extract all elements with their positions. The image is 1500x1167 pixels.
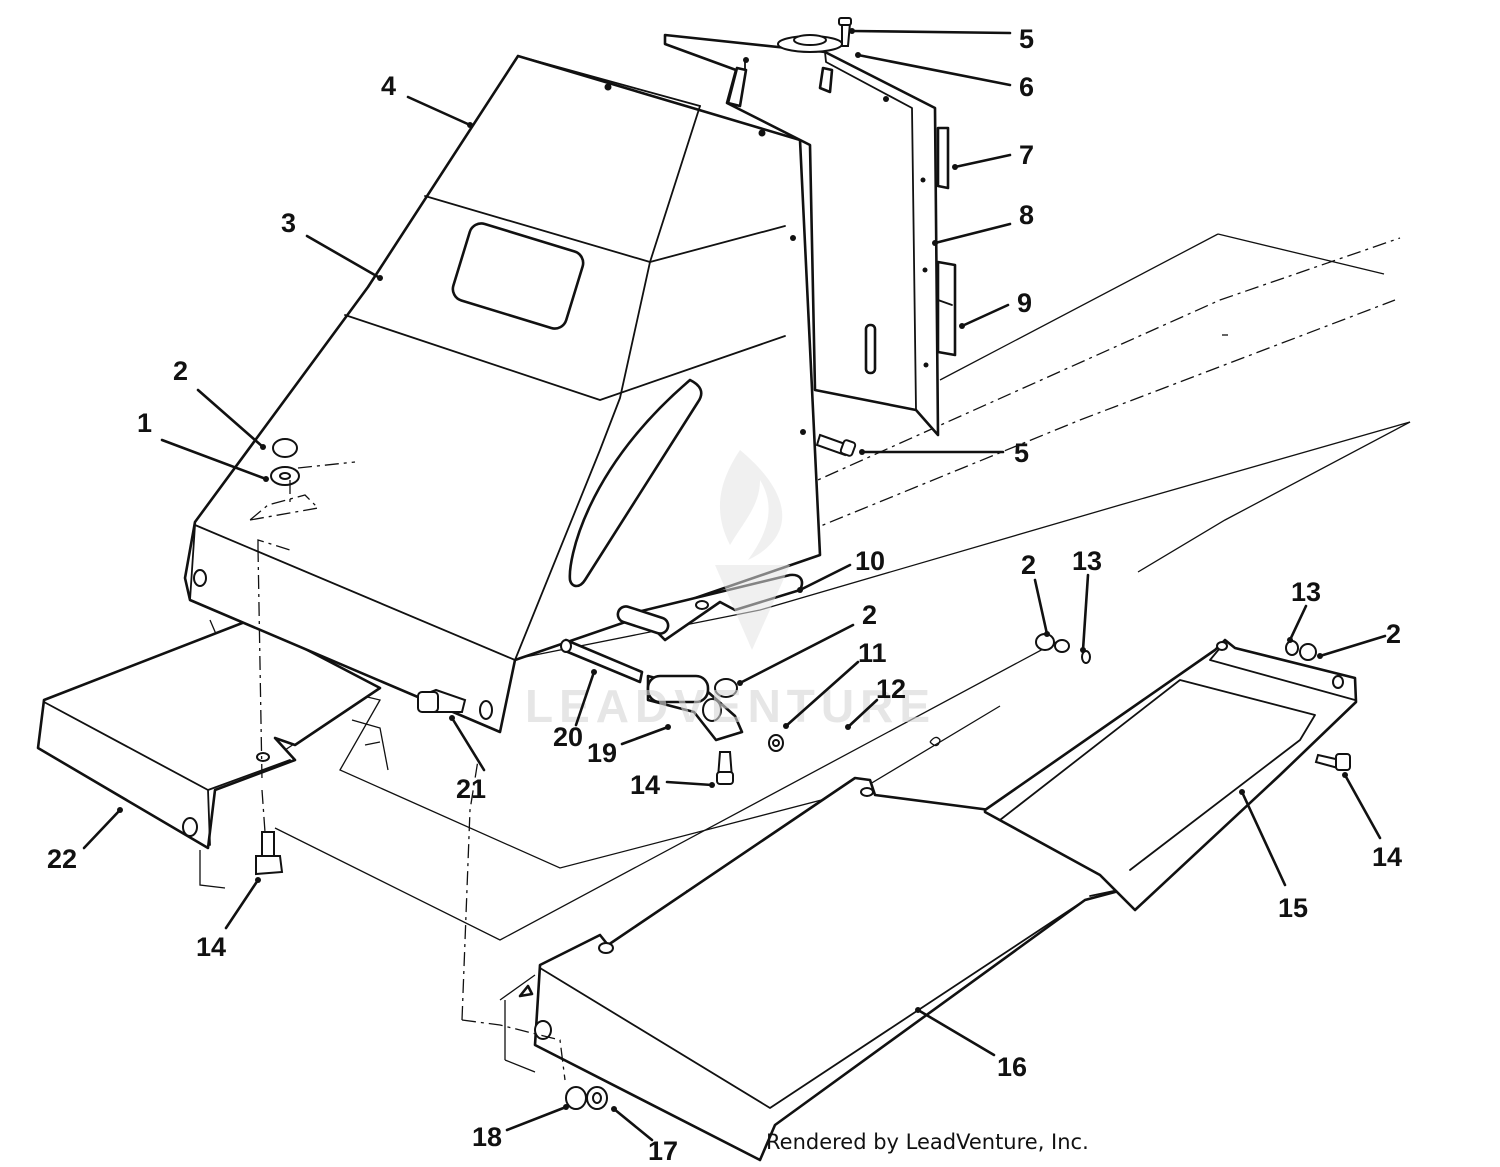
side-screw-5	[815, 433, 857, 457]
callout-17: 17	[648, 1136, 678, 1166]
screw-and-grommet-5-6	[777, 17, 852, 53]
watermark-text: LEADVENTURE	[525, 680, 936, 732]
nut-washer-17-18	[461, 759, 608, 1110]
washer-11	[768, 734, 784, 752]
callout-15: 15	[1278, 893, 1308, 923]
callout-14: 14	[1372, 842, 1402, 872]
rear-deflector-15	[983, 638, 1358, 912]
callout-9: 9	[1017, 288, 1032, 318]
nut-2-hinge	[714, 678, 738, 698]
hinge-pin-20	[560, 638, 644, 684]
decal-7	[936, 126, 950, 190]
bolt-14-hinge	[716, 751, 734, 785]
bolt-21	[417, 688, 467, 713]
callout-8: 8	[1019, 200, 1034, 230]
callout-16: 16	[997, 1052, 1027, 1082]
callout-2: 2	[862, 600, 877, 630]
callout-14: 14	[196, 932, 226, 962]
leader-lines	[82, 28, 1387, 1142]
callout-1: 1	[137, 408, 152, 438]
decal-9	[936, 260, 957, 357]
screw-14-right	[1314, 753, 1351, 771]
callout-5: 5	[1014, 438, 1029, 468]
callout-18: 18	[472, 1122, 502, 1152]
callout-14: 14	[630, 770, 660, 800]
callout-13: 13	[1072, 546, 1102, 576]
callout-12: 12	[876, 674, 906, 704]
callout-22: 22	[47, 844, 77, 874]
callout-7: 7	[1019, 140, 1034, 170]
callout-3: 3	[281, 208, 296, 238]
callout-2: 2	[1021, 550, 1036, 580]
callout-5: 5	[1019, 24, 1034, 54]
rear-panel-8	[663, 33, 940, 437]
nut-washer-1-2	[247, 438, 356, 781]
bolt-14-left	[255, 789, 284, 876]
callout-13: 13	[1291, 577, 1321, 607]
callout-1: 4	[381, 71, 396, 101]
callout-numbers: 4 3 2 1 5 6 7 8 9 5 10 2 11 12 2 13 13 2…	[47, 24, 1402, 1166]
hinge-bracket-19	[646, 674, 744, 742]
callout-20: 20	[553, 722, 583, 752]
callout-10: 10	[855, 546, 885, 576]
shroud-housing-3-4	[183, 54, 822, 734]
callout-2: 2	[173, 356, 188, 386]
render-credit: Rendered by LeadVenture, Inc.	[766, 1130, 1089, 1154]
callout-21: 21	[456, 774, 486, 804]
nuts-2-13-right	[1035, 633, 1317, 664]
leadventure-watermark: LEADVENTURE	[525, 450, 936, 732]
callout-2: 2	[1386, 619, 1401, 649]
callout-6: 6	[1019, 72, 1034, 102]
callout-19: 19	[587, 738, 617, 768]
callout-11: 11	[858, 638, 887, 668]
